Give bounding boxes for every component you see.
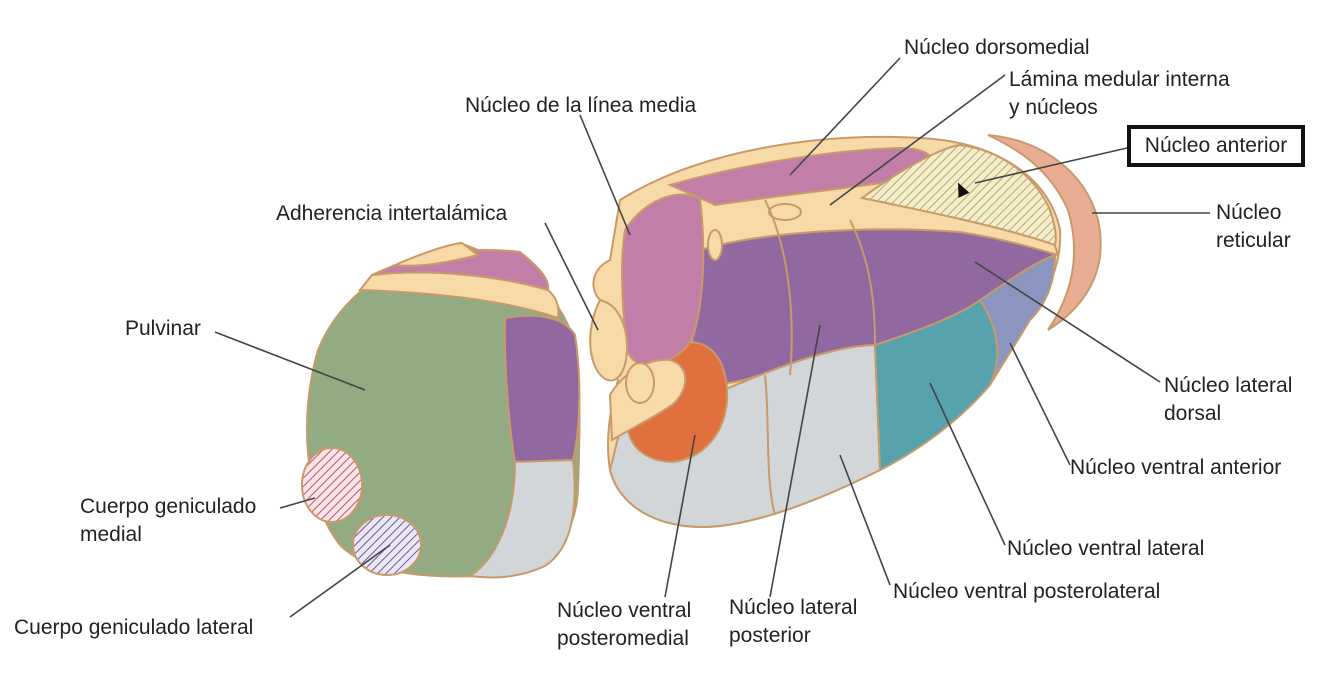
reticular-nucleus-shape [987, 134, 1102, 331]
posterior-section [301, 241, 581, 579]
small-nucleus-oval-2 [707, 229, 723, 261]
leader-geniculado-medial [279, 497, 316, 509]
geniculate-medial-shape [301, 447, 363, 523]
small-nucleus-oval-3 [625, 362, 655, 404]
leader-ventral-anterior [1009, 342, 1071, 466]
label-cuerpo-geniculado-lateral: Cuerpo geniculado lateral [14, 616, 254, 639]
label-nucleo-ventral-lateral: Núcleo ventral lateral [1007, 537, 1205, 560]
leader-dorsomedial [789, 57, 901, 176]
label-nucleo-ventral-posterolateral: Núcleo ventral posterolateral [893, 580, 1161, 603]
main-section [589, 134, 1102, 528]
leader-lines [214, 57, 1210, 618]
small-nucleus-oval-1 [768, 203, 802, 221]
label-adherencia-intertalamica: Adherencia intertalámica [276, 202, 508, 225]
pulvinar-cream-top [391, 241, 481, 267]
internal-divider-1 [764, 199, 793, 376]
leader-lateral-posterior [769, 324, 821, 598]
midline-pink-strip [621, 193, 705, 367]
geniculate-lateral-shape [352, 514, 422, 576]
label-nucleo-dorsomedial: Núcleo dorsomedial [904, 36, 1090, 59]
leader-pulvinar [214, 331, 366, 391]
leader-ventral-posterolateral [839, 454, 891, 586]
pulvinar-gray-region [467, 458, 576, 579]
interthalamic-adhesion-shape [589, 298, 628, 382]
leader-linea-media [579, 114, 631, 236]
leader-adherencia [544, 222, 599, 331]
leader-ventral-posteromedial [664, 434, 696, 598]
label-pulvinar: Pulvinar [125, 317, 201, 340]
label-nucleo-anterior: Núcleo anterior [1144, 134, 1288, 157]
anterior-hatch-region [859, 143, 1057, 247]
leader-lateral-dorsal [974, 261, 1161, 383]
leader-ventral-lateral [929, 382, 1006, 546]
pulvinar-purple-region [503, 314, 581, 464]
label-nucleo-ventral-anterior: Núcleo ventral anterior [1070, 456, 1282, 479]
internal-divider-3 [764, 374, 776, 516]
leader-lamina [829, 74, 1006, 206]
leader-geniculado-lateral [289, 544, 391, 618]
label-nucleo-anterior-box: Núcleo anterior [1127, 125, 1305, 167]
internal-divider-2 [849, 219, 876, 346]
label-nucleo-linea-media: Núcleo de la línea media [465, 94, 697, 117]
leader-anterior [974, 147, 1128, 184]
